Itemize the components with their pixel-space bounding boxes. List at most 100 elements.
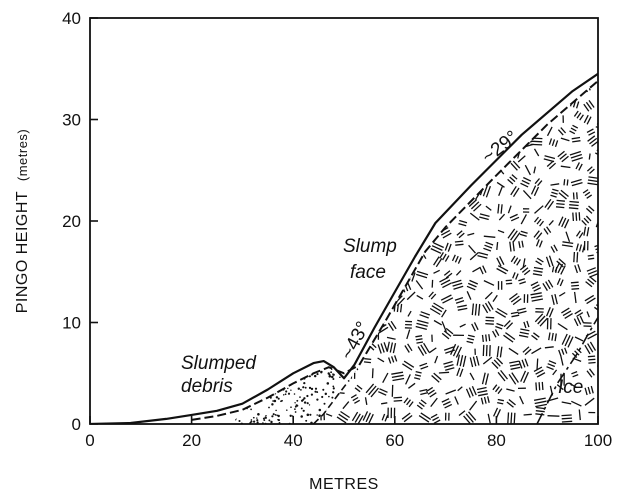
debris-stipple-dot [272, 388, 274, 391]
ice-hatch-mark [378, 201, 383, 212]
ice-hatch-mark [364, 163, 374, 172]
ice-hatch-mark [401, 122, 406, 132]
debris-stipple-dot [304, 358, 306, 360]
ice-hatch-mark [471, 303, 475, 316]
ice-hatch-mark [586, 194, 593, 199]
ice-hatch-mark [386, 336, 396, 340]
ice-hatch-mark [387, 75, 397, 77]
ice-hatch-mark [351, 136, 361, 140]
ice-hatch-mark [336, 207, 346, 214]
ice-hatch-mark [367, 150, 374, 161]
ice-hatch-mark [507, 178, 514, 185]
ice-hatch-mark [524, 87, 531, 96]
ice-hatch-mark [427, 196, 435, 203]
debris-stipple-dot [272, 400, 274, 402]
ice-hatch-mark [534, 205, 544, 214]
ice-hatch-mark [401, 175, 405, 187]
debris-stipple-dot [264, 392, 267, 395]
ice-hatch-mark [431, 305, 443, 313]
ice-hatch-mark [472, 356, 477, 367]
ice-hatch-mark [354, 399, 361, 404]
debris-stipple-dot [332, 391, 335, 394]
ice-hatch-mark [314, 79, 325, 81]
ice-hatch-mark [483, 235, 496, 238]
ice-hatch-mark [314, 221, 325, 226]
ice-hatch-mark [298, 204, 303, 210]
ice-hatch-mark [557, 322, 568, 331]
debris-stipple-dot [327, 408, 330, 411]
ice-hatch-mark [575, 230, 581, 237]
ice-hatch-mark [599, 266, 605, 276]
ice-hatch-mark [298, 151, 305, 160]
ice-hatch-mark [350, 394, 357, 399]
ice-hatch-mark [407, 310, 412, 317]
ice-hatch-mark [394, 173, 398, 181]
debris-stipple-dot [323, 402, 326, 405]
ice-hatch-mark [327, 267, 337, 271]
ice-hatch-mark [443, 114, 449, 121]
plot-frame [89, 17, 599, 425]
ice-hatch-mark [497, 398, 505, 402]
ice-hatch-mark [419, 388, 428, 392]
debris-stipple-dot [295, 404, 298, 407]
ice-hatch-mark [525, 100, 533, 104]
debris-stipple-dot [274, 414, 277, 416]
ice-hatch-mark [545, 306, 551, 317]
ice-hatch-mark [313, 315, 320, 324]
ice-hatch-mark [445, 190, 453, 196]
ice-hatch-mark [485, 344, 488, 357]
ice-hatch-mark [487, 413, 491, 424]
ice-hatch-mark [547, 80, 552, 86]
ice-hatch-mark [364, 358, 372, 361]
debris-stipple-dot [324, 392, 328, 396]
ice-hatch-mark [587, 355, 596, 358]
ice-hatch-mark [588, 368, 595, 376]
ice-hatch-mark [480, 397, 484, 405]
ice-hatch-mark [440, 229, 451, 236]
ice-hatch-mark [569, 130, 576, 135]
ice-hatch-mark [599, 104, 606, 105]
ice-hatch-mark [527, 85, 534, 94]
ice-hatch-mark [560, 127, 567, 134]
debris-stipple-dot [259, 397, 262, 400]
debris-stipple-dot [232, 397, 234, 400]
ice-hatch-mark [430, 397, 438, 407]
ice-hatch-mark [481, 334, 484, 342]
ice-hatch-mark [496, 242, 499, 250]
ice-hatch-mark [364, 173, 373, 183]
ice-hatch-mark [366, 166, 376, 174]
ice-hatch-mark [411, 272, 416, 282]
ice-hatch-mark [589, 272, 598, 278]
ice-hatch-mark [418, 401, 425, 408]
debris-stipple-dot [259, 374, 261, 377]
ice-hatch-mark [599, 101, 606, 102]
ice-hatch-mark [533, 166, 537, 174]
ice-hatch-mark [585, 215, 592, 222]
ice-hatch-mark [416, 73, 424, 78]
ice-hatch-mark [403, 360, 415, 368]
ice-hatch-mark [420, 399, 427, 405]
ice-hatch-mark [345, 294, 350, 303]
ice-hatch-mark [544, 198, 552, 208]
ice-hatch-mark [506, 84, 515, 94]
ice-hatch-mark [530, 85, 541, 89]
ice-hatch-mark [533, 216, 540, 223]
ice-hatch-mark [387, 322, 394, 331]
ice-hatch-mark [500, 204, 503, 214]
ice-hatch-mark [468, 199, 478, 207]
debris-stipple-dot [308, 404, 311, 406]
ice-hatch-mark [433, 269, 440, 274]
ice-hatch-mark [391, 374, 404, 379]
ice-hatch-mark [545, 256, 551, 268]
ice-hatch-mark [601, 189, 611, 191]
ice-hatch-mark [584, 294, 595, 302]
debris-stipple-dot [297, 387, 301, 390]
ice-hatch-mark [478, 127, 490, 136]
ice-hatch-mark [499, 256, 505, 265]
ice-hatch-mark [313, 101, 317, 110]
ice-hatch-mark [588, 153, 591, 160]
ice-hatch-mark [588, 100, 595, 108]
ice-hatch-mark [405, 101, 414, 106]
ice-hatch-mark [333, 206, 337, 216]
ice-hatch-mark [482, 356, 493, 365]
